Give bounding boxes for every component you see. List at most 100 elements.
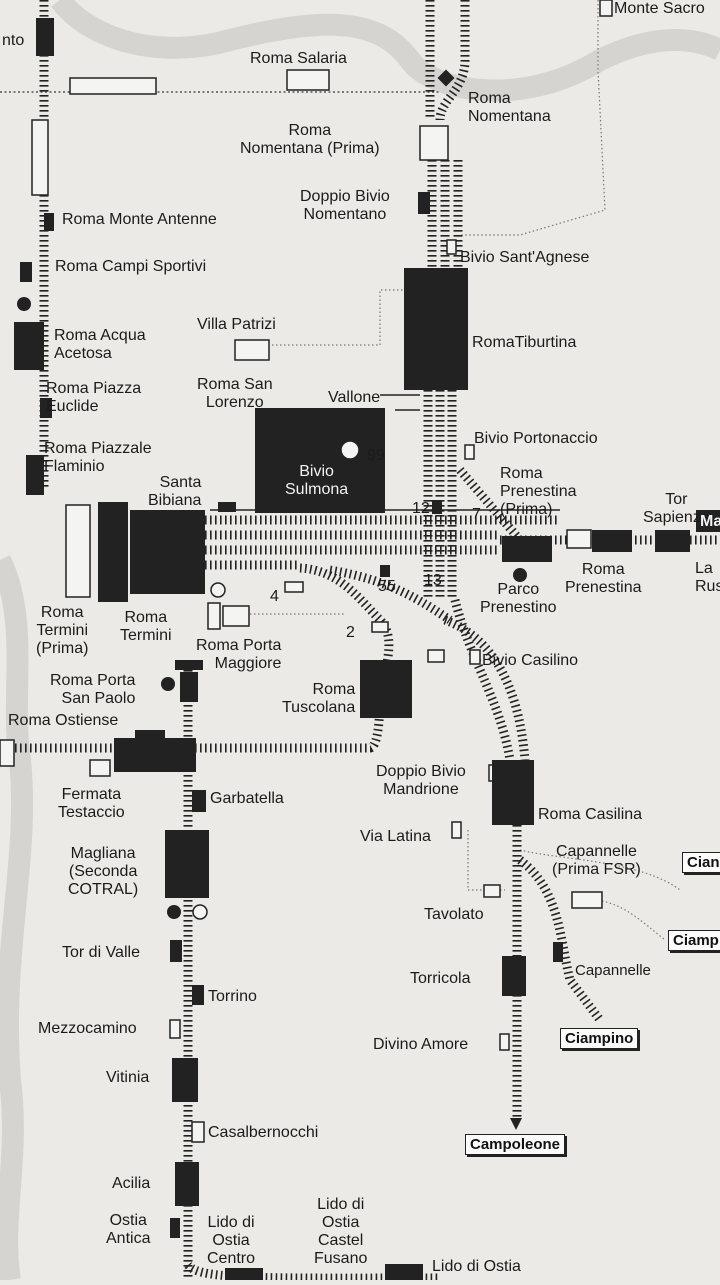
label-roma-piazza-euclide: Roma Piazza Euclide [46, 380, 142, 415]
number-2: 2 [346, 624, 355, 641]
label-vitinia: Vitinia [106, 1069, 150, 1086]
label-roma-tuscolana: Roma Tuscolana [282, 681, 356, 716]
station-roma-tiburtina [404, 268, 468, 390]
station-porta-san-paolo [180, 672, 198, 702]
station-campi-sportivi [20, 262, 32, 282]
label-ostia-antica: Ostia Antica [106, 1212, 151, 1247]
label-roma-porta-maggiore: Roma Porta Maggiore [196, 637, 282, 672]
label-acilia: Acilia [112, 1175, 151, 1192]
label-tor-sapienza: Tor Sapienza [643, 491, 710, 526]
prenestina-spur [456, 467, 524, 543]
tiburtina-south-tracks [423, 390, 457, 600]
station-termini-west [98, 502, 128, 602]
station-campi-circle [17, 297, 31, 311]
number-7: 7 [472, 506, 481, 523]
station-2 [371, 621, 389, 633]
station-monte-antenne [44, 213, 54, 231]
label-roma-nomentana: Roma Nomentana [468, 90, 551, 125]
station-capannelle [553, 942, 563, 962]
station-tavolato [483, 884, 501, 898]
station-porta-san-paolo-circle [161, 677, 175, 691]
campoleone-arrow [510, 1118, 522, 1130]
station-porta-maggiore-a [207, 602, 221, 630]
label-roma-nomentana-prima: Roma Nomentana (Prima) [240, 122, 380, 157]
station-roma-ostiense [114, 738, 196, 772]
station-roma-salaria [286, 69, 330, 91]
station-divino-amore [499, 1033, 510, 1051]
ciampino-track [517, 856, 604, 1023]
label-roma-prenestina-prima: Roma Prenestina (Prima) [500, 465, 577, 518]
station-bivio-sulmona-block [255, 408, 385, 513]
label-la-rus: La Rus [695, 560, 720, 595]
station-capannelle-prima [571, 891, 603, 909]
station-casilino-small [427, 649, 445, 663]
station-acqua-acetosa [14, 322, 44, 370]
label-santa-bibiana: Santa Bibiana [148, 474, 202, 509]
label-cian: Cian [682, 852, 720, 873]
station-magliana-circle-a [167, 905, 181, 919]
label-casalbernocchi: Casalbernocchi [208, 1124, 319, 1141]
label-villa-patrizi: Villa Patrizi [197, 316, 276, 333]
number-13: 13 [424, 572, 442, 589]
label-bivio-casilino: Bivio Casilino [482, 652, 579, 669]
label-roma-acqua-acetosa: Roma Acqua Acetosa [54, 327, 146, 362]
station-monte-sacro [599, 0, 613, 17]
station-garbatella [192, 790, 206, 812]
label-mezzocamino: Mezzocamino [38, 1020, 137, 1037]
river-south [0, 555, 34, 1282]
station-magliana-circle-b [192, 904, 208, 920]
label-roma-monte-antenne: Roma Monte Antenne [62, 211, 217, 228]
label-lido-ostia-castel-fusano: Lido di Ostia Castel Fusano [314, 1196, 368, 1267]
label-roma-ostiense: Roma Ostiense [8, 712, 119, 729]
station-roma-prenestina-prima [502, 536, 552, 562]
station-villa-patrizi [234, 339, 270, 361]
label-doppio-bivio-nomentano: Doppio Bivio Nomentano [300, 188, 390, 223]
number-55: 55 [378, 578, 396, 595]
number-12: 12 [412, 500, 430, 517]
label-bivio-sulmona: Bivio Sulmona [285, 463, 349, 498]
number-99: 99 [367, 447, 385, 464]
label-bivio-santagnese: Bivio Sant'Agnese [460, 249, 590, 266]
label-roma-san-lorenzo: Roma San Lorenzo [197, 376, 273, 411]
station-lido-centro [225, 1268, 263, 1280]
station-porta-san-paolo-top [175, 660, 203, 670]
label-tor-di-valle: Tor di Valle [62, 944, 140, 961]
label-roma-salaria: Roma Salaria [250, 50, 347, 67]
termini-circle [210, 582, 226, 598]
label-garbatella: Garbatella [210, 790, 284, 807]
label-divino-amore: Divino Amore [373, 1036, 469, 1053]
label-roma-campi-sportivi: Roma Campi Sportivi [55, 258, 207, 275]
sulmona-junction-circle [340, 440, 360, 460]
station-torrino [192, 985, 204, 1005]
station-ostiense-west [0, 739, 15, 767]
label-bivio-portonaccio: Bivio Portonaccio [474, 430, 598, 447]
label-capannelle-prima: Capannelle (Prima FSR) [552, 843, 641, 878]
station-bivio-casilino [469, 649, 481, 665]
station-porta-maggiore-b [222, 605, 250, 627]
label-vallone: Vallone [328, 389, 381, 406]
station-acilia [175, 1162, 199, 1206]
label-lido-di-ostia: Lido di Ostia [432, 1258, 521, 1275]
station-casalbernocchi [191, 1121, 205, 1143]
station-ostiense-top [135, 730, 165, 740]
station-termini-prima [65, 504, 91, 598]
label-monte-sacro: Monte Sacro [614, 0, 705, 17]
station-magliana [165, 830, 209, 898]
tavolato-line [467, 830, 505, 891]
label-roma-casilina: Roma Casilina [538, 806, 643, 823]
label-nto: nto [2, 32, 25, 49]
cian-line [519, 849, 681, 891]
label-via-latina: Via Latina [360, 828, 431, 845]
station-nomentana-diamond [437, 69, 455, 87]
station-ponte-block [69, 77, 157, 95]
station-parco-prenestino [513, 568, 527, 582]
tuscolana-curve [299, 563, 394, 701]
label-roma-porta-san-paolo: Roma Porta San Paolo [50, 672, 136, 707]
station-portonaccio [464, 444, 475, 460]
label-ciamp: Ciamp [668, 930, 720, 951]
vallone-tracks [380, 394, 420, 411]
station-roma-casilina [492, 760, 534, 825]
station-roma-termini [130, 510, 205, 594]
number-4: 4 [270, 588, 279, 605]
